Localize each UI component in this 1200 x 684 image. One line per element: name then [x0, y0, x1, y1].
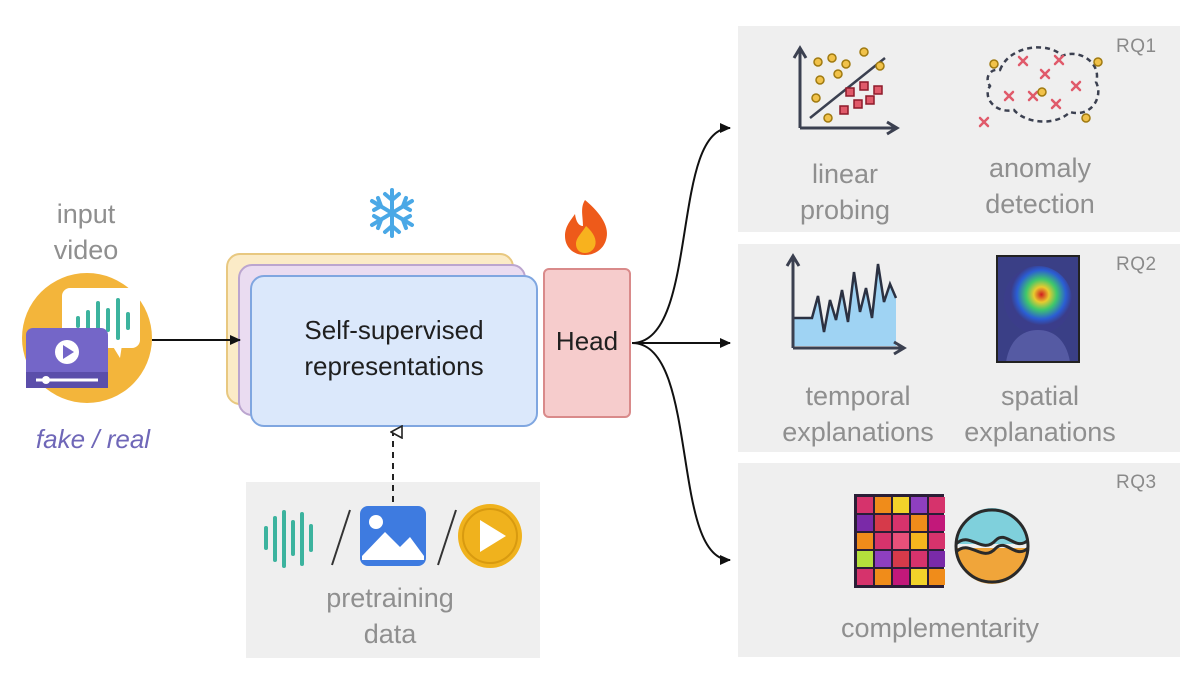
- head-box: [543, 268, 631, 418]
- video-play-icon: [458, 504, 522, 568]
- audio-waveform-icon: [264, 510, 313, 568]
- grid-cell: [893, 551, 909, 567]
- input-label-line1: input: [56, 199, 116, 229]
- temporal-explanations-label: temporal explanations: [770, 378, 946, 450]
- grid-cell: [929, 533, 945, 549]
- modality-separator: [437, 509, 457, 566]
- grid-cell: [911, 551, 927, 567]
- scatter-plot-icon: [792, 45, 900, 136]
- encoder-card-front: [250, 275, 538, 427]
- linear-probing-line2: probing: [799, 195, 891, 225]
- rq2-label: RQ2: [1116, 254, 1157, 275]
- grid-cell: [875, 569, 891, 585]
- grid-cell: [857, 497, 873, 513]
- pretraining-label-line2: data: [363, 619, 417, 649]
- rq1-label: RQ1: [1116, 36, 1157, 57]
- grid-cell: [893, 497, 909, 513]
- grid-cell: [929, 569, 945, 585]
- anomaly-cluster-icon: [978, 46, 1103, 128]
- grid-cell: [857, 551, 873, 567]
- grid-cell: [857, 515, 873, 531]
- grid-cell: [911, 497, 927, 513]
- encoder-label-line1: Self-supervised: [304, 315, 484, 345]
- image-icon: [360, 506, 426, 566]
- modality-separator: [331, 509, 351, 566]
- grid-cell: [929, 497, 945, 513]
- anomaly-detection-label: anomaly detection: [960, 150, 1120, 222]
- grid-cell: [875, 497, 891, 513]
- grid-cell: [857, 533, 873, 549]
- linear-probing-line1: linear: [811, 159, 879, 189]
- temporal-explanations-line1: temporal: [805, 381, 911, 411]
- anomaly-detection-line1: anomaly: [988, 153, 1092, 183]
- complementarity-label: complementarity: [820, 610, 1060, 646]
- anomaly-detection-line2: detection: [985, 189, 1095, 219]
- spatial-explanations-line2: explanations: [964, 417, 1116, 447]
- grid-cell: [911, 515, 927, 531]
- grid-cell: [893, 533, 909, 549]
- snowflake-icon: [370, 188, 414, 238]
- head-to-rq3-arrow: [631, 342, 731, 565]
- grid-cell: [911, 569, 927, 585]
- encoder-label-line2: representations: [304, 351, 484, 381]
- complementarity-line1: complementarity: [840, 613, 1040, 643]
- grid-cell: [929, 551, 945, 567]
- head-to-rq1-arrow: [631, 123, 731, 344]
- grid-cell: [875, 551, 891, 567]
- input-label-line2: video: [53, 235, 119, 265]
- input-video-label: input video: [36, 196, 136, 268]
- head-label: Head: [555, 326, 619, 356]
- pretraining-label-line1: pretraining: [326, 583, 454, 613]
- complementarity-circle-icon: [954, 508, 1030, 584]
- rq3-label: RQ3: [1116, 472, 1157, 493]
- time-series-icon: [785, 253, 907, 356]
- output-label: fake / real: [35, 424, 151, 454]
- input-video-icon: [22, 273, 152, 403]
- pretraining-label: pretraining data: [290, 580, 490, 652]
- encoder-label: Self-supervised representations: [250, 312, 538, 384]
- heatmap-face-icon: [996, 255, 1080, 363]
- grid-cell: [875, 533, 891, 549]
- grid-cell: [929, 515, 945, 531]
- grid-cell: [911, 533, 927, 549]
- spatial-explanations-label: spatial explanations: [950, 378, 1130, 450]
- grid-cell: [893, 569, 909, 585]
- grid-cell: [875, 515, 891, 531]
- temporal-explanations-line2: explanations: [782, 417, 934, 447]
- grid-cell: [893, 515, 909, 531]
- flame-icon: [565, 200, 608, 255]
- spatial-explanations-line1: spatial: [1000, 381, 1080, 411]
- grid-cell: [857, 569, 873, 585]
- linear-probing-label: linear probing: [770, 156, 920, 228]
